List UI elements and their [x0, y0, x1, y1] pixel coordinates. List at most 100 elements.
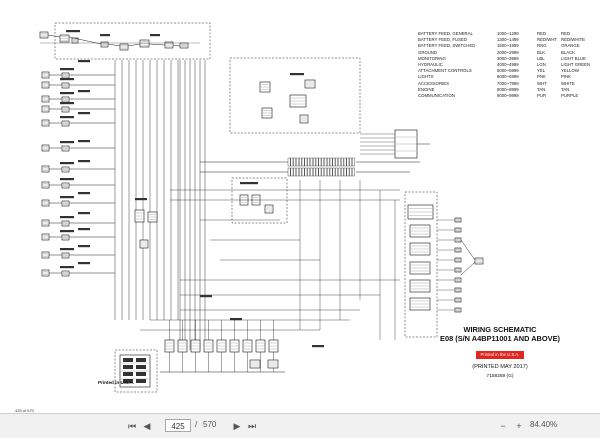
legend-name: COMMUNICATION	[418, 93, 455, 99]
zoom-out-icon[interactable]: −	[500, 421, 506, 431]
component-label	[60, 78, 74, 81]
legend-code: RED	[537, 31, 547, 36]
connector-pin	[343, 167, 347, 177]
connector-pin	[293, 167, 296, 177]
legend-name: LIGHTS	[418, 74, 434, 80]
legend-name: GROUND	[418, 49, 438, 55]
component-label	[312, 345, 324, 348]
connector-pin	[329, 167, 333, 177]
prev-page-icon[interactable]: ◀	[143, 420, 151, 431]
legend-name: ENGINE	[418, 86, 435, 92]
connector-pin	[293, 157, 296, 167]
legend-code: BLK	[537, 49, 546, 55]
component-label	[230, 318, 242, 321]
connector-pin	[341, 167, 344, 177]
legend-range: 7000~7999	[497, 80, 519, 86]
legend-name: BATTERY FEED, GENERAL	[418, 31, 473, 36]
page-number-input[interactable]: 425	[165, 419, 191, 432]
legend-range: 1000~1299	[497, 31, 519, 36]
component-label	[60, 162, 74, 165]
legend-color: WHITE	[561, 80, 575, 86]
last-page-icon[interactable]: ⏭	[247, 420, 257, 431]
connector-pin	[290, 167, 294, 177]
connector-pin	[346, 167, 350, 177]
connector-pin	[310, 167, 313, 177]
legend-range: 1500~1999	[497, 43, 519, 49]
printed-note: Printed in U.S.A.	[98, 380, 134, 385]
legend-color: LIGHT GREEN	[561, 62, 591, 68]
wire	[460, 261, 476, 276]
component-label	[150, 34, 160, 37]
connector-pin	[321, 157, 324, 167]
connector-pin	[338, 157, 341, 167]
legend-name: HYDRAULIC	[418, 62, 443, 68]
component-label	[78, 262, 90, 265]
component-label	[240, 182, 258, 185]
connector-pin	[299, 157, 302, 167]
fuse	[123, 365, 133, 369]
next-page-icon[interactable]: ▶	[233, 420, 241, 431]
component-box	[114, 349, 158, 393]
component-label	[78, 192, 90, 195]
component-label	[60, 92, 74, 95]
component-label	[200, 295, 212, 298]
wire	[127, 43, 141, 47]
page-reference: 425 of 570	[15, 408, 34, 413]
legend-range: 8000~8999	[497, 86, 519, 92]
legend-range: 3000~3999	[497, 55, 519, 61]
first-page-icon[interactable]: ⏮	[127, 420, 137, 431]
wire	[460, 239, 476, 261]
part-number: 7158259 (G)	[486, 374, 514, 379]
legend-color: ORANGE	[561, 43, 580, 49]
legend-name: BATTERY FEED, FUSED	[418, 37, 467, 43]
legend-code: RED/WHT	[537, 37, 558, 43]
connector-pin	[307, 157, 310, 167]
legend-color: PURPLE	[561, 93, 579, 99]
title-block: WIRING SCHEMATIC E08 (S/N A4BP11001 AND …	[430, 325, 570, 380]
component-label	[60, 102, 74, 105]
red-stamp: Printed in the U.S.A.	[475, 351, 525, 359]
legend-code: RNG	[537, 43, 547, 49]
connector-pin	[304, 167, 308, 177]
component-label	[60, 216, 74, 219]
connector-pin	[307, 167, 310, 177]
connector-pin	[299, 167, 302, 177]
component-label	[60, 230, 74, 233]
connector-pin	[318, 167, 322, 177]
component-label	[60, 266, 74, 269]
schematic-title: WIRING SCHEMATIC	[463, 325, 537, 334]
zoom-in-icon[interactable]: +	[516, 421, 522, 431]
fuse	[136, 372, 146, 376]
zoom-level: 84.40%	[530, 420, 558, 429]
legend-color: BLACK	[561, 49, 576, 55]
connector-pin	[313, 167, 316, 177]
connector-pin	[327, 167, 330, 177]
connector-pin	[341, 157, 344, 167]
connector-pin	[346, 157, 350, 167]
connector-pin	[349, 167, 352, 177]
legend-code: PUR	[537, 93, 547, 99]
connector-pin	[296, 157, 299, 167]
connector-pin	[335, 157, 338, 167]
legend-range: 9000~9999	[497, 93, 519, 99]
legend-code: YEL	[537, 68, 546, 74]
component-label	[78, 90, 90, 93]
legend-color: RED	[561, 31, 571, 36]
connector-pin	[310, 157, 313, 167]
wire	[47, 34, 61, 38]
total-pages: 570	[203, 420, 217, 429]
wire	[148, 43, 166, 46]
connector-pin	[352, 157, 355, 167]
connector-pin	[343, 157, 347, 167]
fuse	[123, 379, 133, 383]
wire	[68, 36, 102, 45]
legend-color: RED/WHITE	[561, 37, 586, 43]
